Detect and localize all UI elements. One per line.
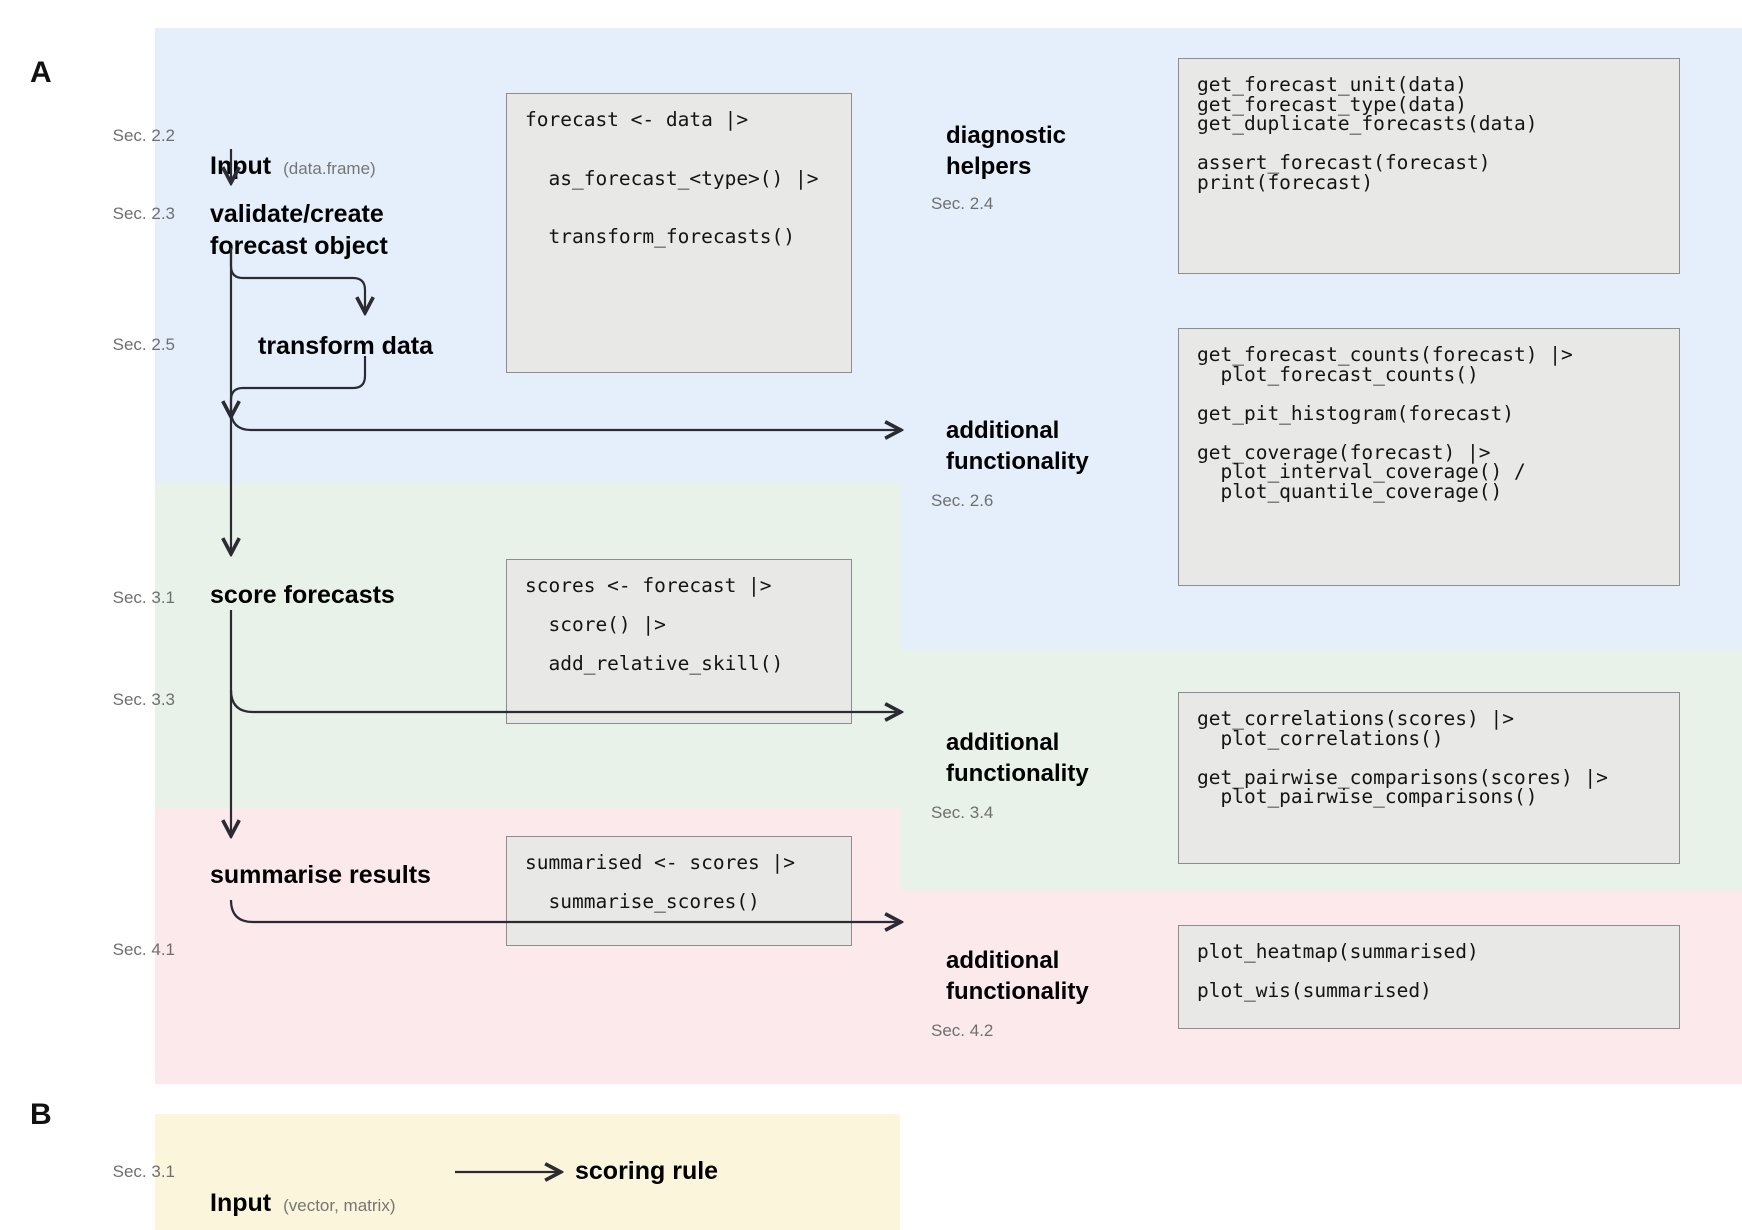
panel-b-input-label: Input	[210, 1189, 272, 1217]
section-tag-2-4: Sec. 2.4	[931, 194, 994, 213]
code-block-forecast-pipeline: forecast <- data |> as_forecast_<type>()…	[506, 93, 852, 373]
code-block-additional-functionality-2-6: get_forecast_counts(forecast) |> plot_fo…	[1178, 328, 1680, 586]
panel-a-letter: A	[30, 56, 52, 89]
heading-diagnostic-helpers: diagnostic helpers	[946, 122, 1067, 181]
code-block-additional-functionality-3-4: get_correlations(scores) |> plot_correla…	[1178, 692, 1680, 864]
step-validate-create-forecast-object: validate/create forecast object	[210, 200, 388, 260]
section-tag-4-2: Sec. 4.2	[931, 1021, 994, 1040]
section-tag-2-3: Sec. 2.3	[112, 204, 175, 223]
section-tag-2-6: Sec. 2.6	[931, 491, 994, 510]
code-block-additional-functionality-4-2: plot_heatmap(summarised) plot_wis(summar…	[1178, 925, 1680, 1029]
section-tag-3-3: Sec. 3.3	[112, 690, 175, 709]
section-tag-2-2: Sec. 2.2	[112, 126, 175, 145]
section-tag-2-5: Sec. 2.5	[112, 335, 175, 354]
step-transform-data: transform data	[258, 332, 434, 360]
panel-b-letter: B	[30, 1098, 52, 1131]
section-tag-3-4: Sec. 3.4	[931, 803, 994, 822]
heading-additional-functionality-3-4: additional functionality	[946, 729, 1089, 788]
step-input-label: Input	[210, 152, 272, 180]
code-block-summarise-pipeline: summarised <- scores |> summarise_scores…	[506, 836, 852, 946]
step-score-forecasts: score forecasts	[210, 581, 395, 609]
panel-b-input: Input (vector, matrix)	[210, 1155, 396, 1219]
section-tag-4-1: Sec. 4.1	[112, 940, 175, 959]
section-tag-3-1: Sec. 3.1	[112, 588, 175, 607]
section-tag-b-3-1: Sec. 3.1	[112, 1162, 175, 1181]
code-block-diagnostic-helpers: get_forecast_unit(data) get_forecast_typ…	[1178, 58, 1680, 274]
step-input: Input (data.frame)	[210, 118, 376, 182]
code-block-score-pipeline: scores <- forecast |> score() |> add_rel…	[506, 559, 852, 724]
panel-b-scoring-rule: scoring rule	[575, 1157, 719, 1185]
heading-additional-functionality-4-2: additional functionality	[946, 947, 1089, 1006]
step-summarise-results: summarise results	[210, 861, 431, 889]
panel-b-input-sublabel: (vector, matrix)	[283, 1196, 396, 1215]
heading-additional-functionality-2-6: additional functionality	[946, 417, 1089, 476]
step-input-sublabel: (data.frame)	[283, 159, 376, 178]
